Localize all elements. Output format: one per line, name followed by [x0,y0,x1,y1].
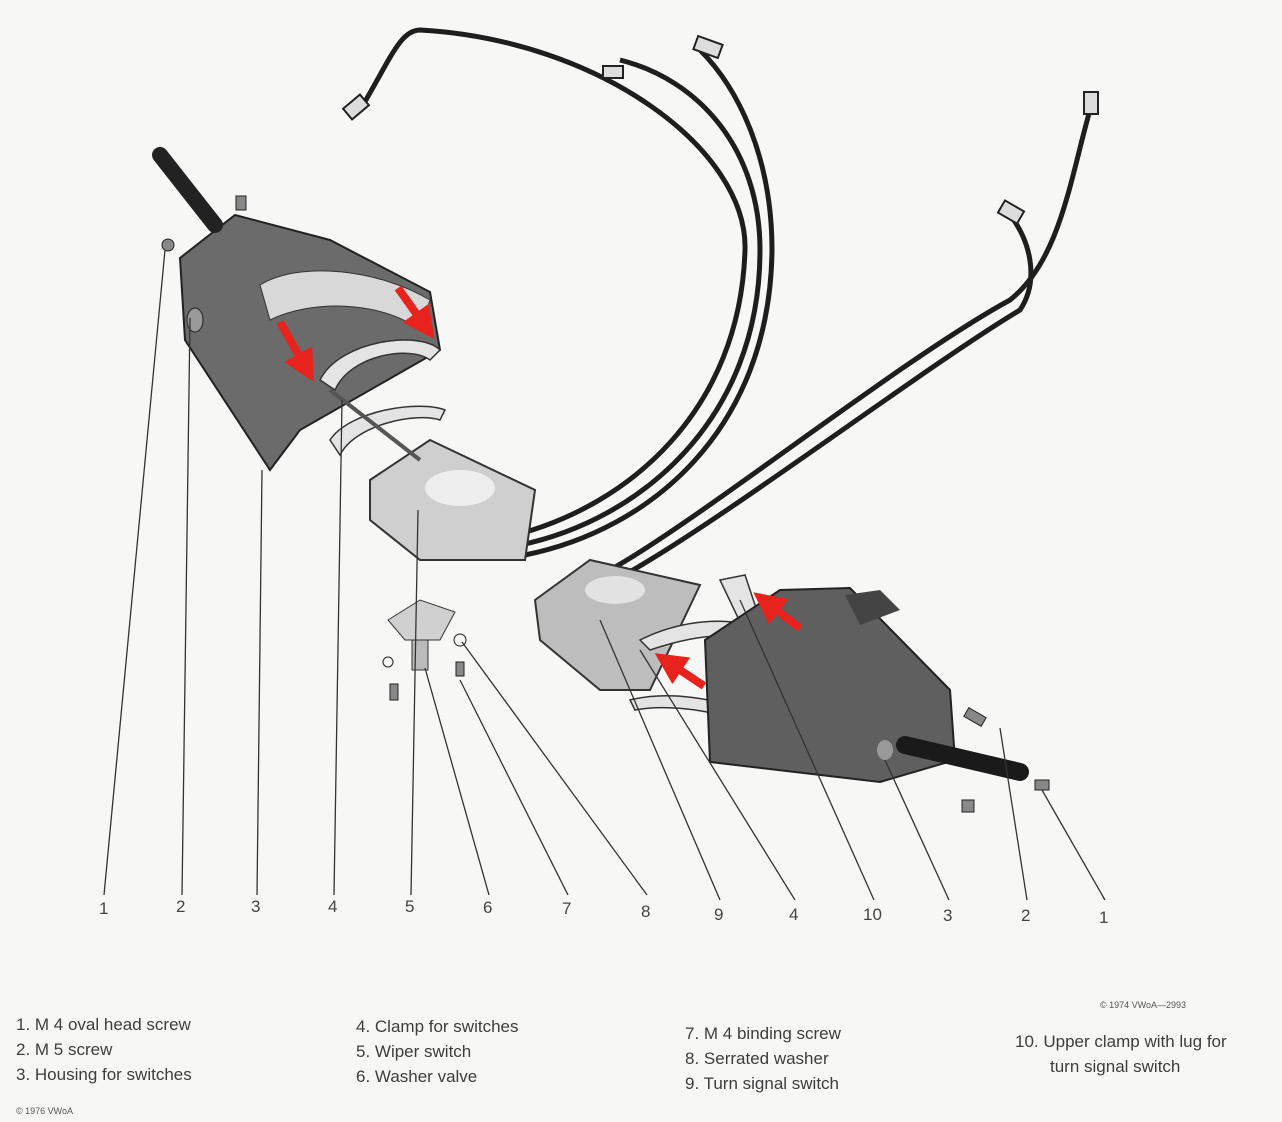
callout-8: 8 [641,902,650,921]
callout-5: 5 [405,897,414,916]
legend-column-4: 10. Upper clamp with lug for turn signal… [1015,1029,1227,1079]
legend-item-10-cont: turn signal switch [1050,1057,1181,1076]
left-lever-handle [152,147,223,233]
legend-item-6: 6. Washer valve [356,1067,478,1086]
washer-valve [387,599,456,671]
small-screws-and-washers [161,195,1050,813]
legend-item-4: 4. Clamp for switches [356,1017,519,1036]
callout-3: 3 [251,897,260,916]
legend-column-3: 7. M 4 binding screw 8. Serrated washer … [685,1021,841,1096]
red-arrows [276,285,803,690]
legend-item-5: 5. Wiper switch [356,1042,472,1061]
red-arrow-4 [654,653,707,690]
leader-lines [103,249,1106,901]
callout-2b: 2 [1021,906,1030,925]
legend-item-10: 10. Upper clamp with lug for [1015,1032,1227,1051]
legend-item-3: 3. Housing for switches [16,1065,192,1084]
callout-4: 4 [328,897,337,916]
legend-item-7: 7. M 4 binding screw [685,1024,841,1043]
callout-7: 7 [562,899,571,918]
wiring-harness [357,27,1093,583]
legend-column-1: 1. M 4 oval head screw 2. M 5 screw 3. H… [16,1012,192,1087]
callout-10: 10 [863,905,882,924]
callout-1: 1 [99,899,108,918]
legend-item-8: 8. Serrated washer [685,1049,829,1068]
callout-4b: 4 [789,905,798,924]
right-lever-handle [896,736,1029,781]
red-arrow-1 [276,320,314,382]
callout-1b: 1 [1099,908,1108,927]
callout-numbers: 1 2 3 4 5 6 7 8 9 4 10 3 2 1 [99,897,1108,927]
callout-2: 2 [176,897,185,916]
legend-item-9: 9. Turn signal switch [685,1074,840,1093]
right-housing-for-switches [703,586,957,784]
legend-item-2: 2. M 5 screw [16,1040,113,1059]
legend-item-1: 1. M 4 oval head screw [16,1015,191,1034]
wiper-switch [328,388,537,561]
copyright-bottom: © 1976 VWoA [16,1106,73,1116]
legend-column-2: 4. Clamp for switches 5. Wiper switch 6.… [356,1014,519,1089]
wire-connectors [341,34,1099,225]
red-arrow-3 [753,592,803,632]
callout-6: 6 [483,898,492,917]
red-arrow-2 [394,285,435,340]
callout-9: 9 [714,905,723,924]
callout-3b: 3 [943,906,952,925]
copyright-top: © 1974 VWoA—2993 [1100,1000,1187,1010]
